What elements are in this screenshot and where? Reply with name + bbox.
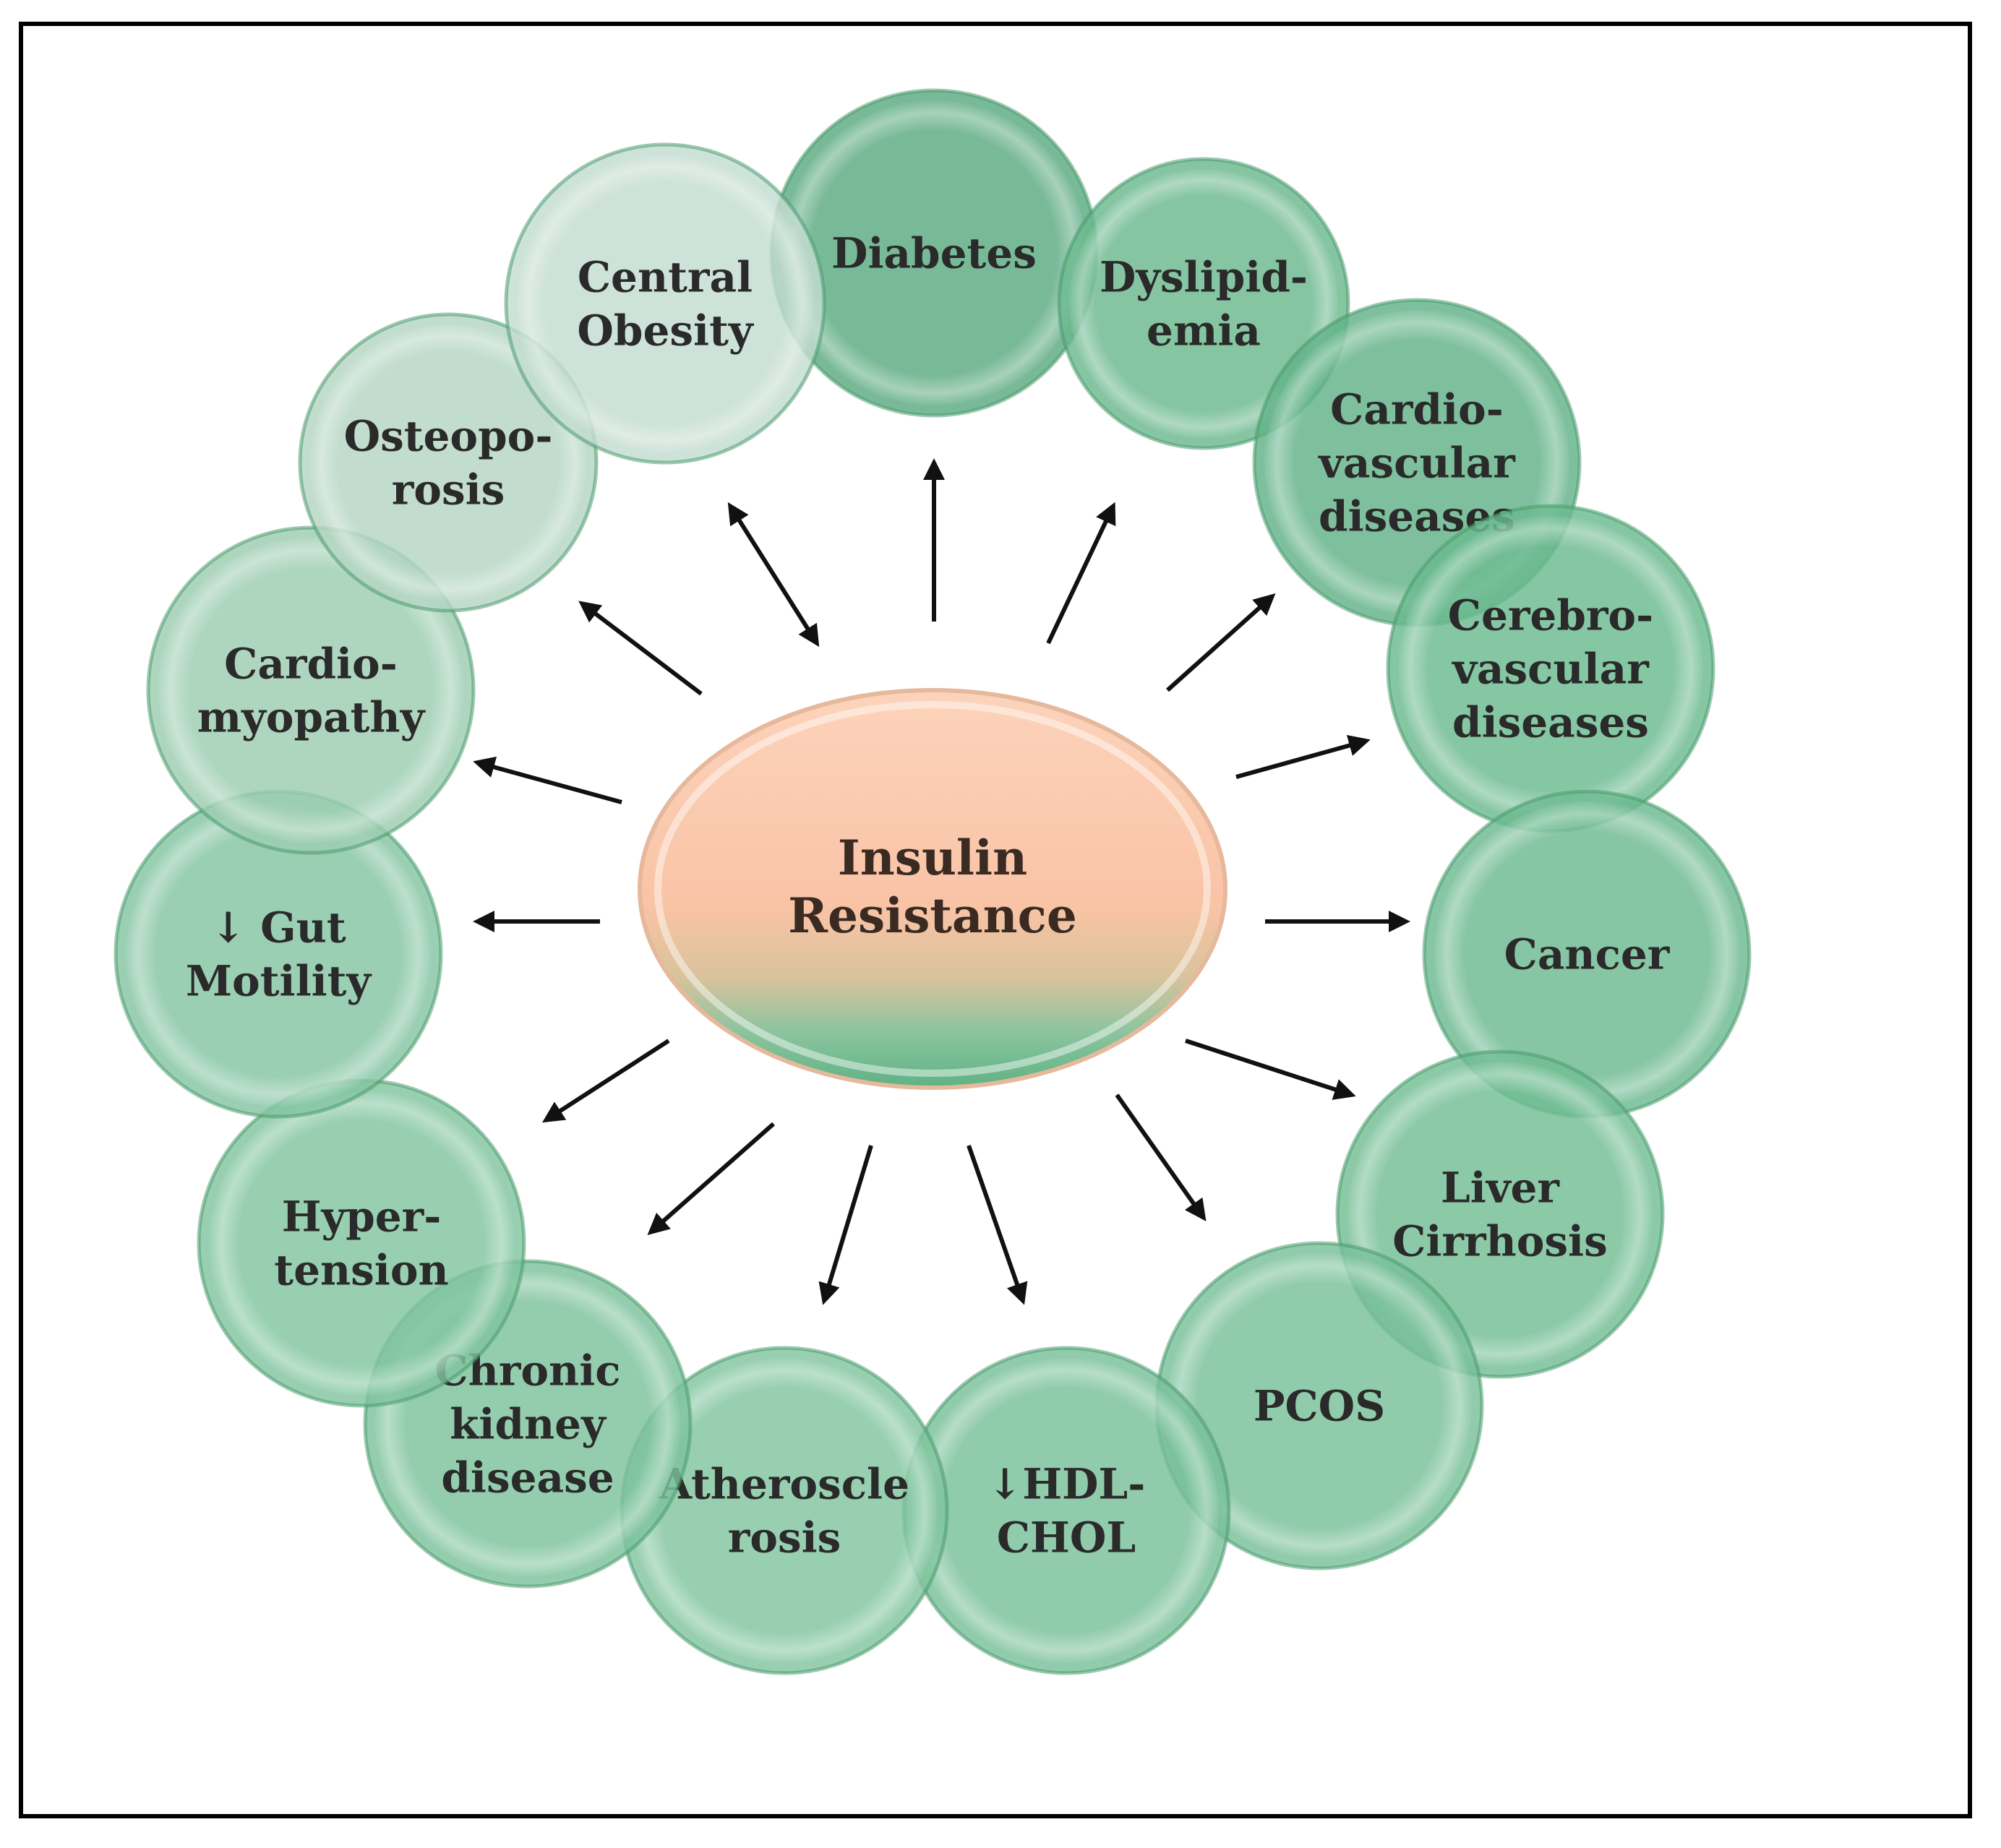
arrow-to-osteoporosis bbox=[578, 601, 703, 696]
node-label-line: diseases bbox=[1452, 697, 1649, 747]
node-label-line: ↓HDL- bbox=[987, 1459, 1146, 1508]
node-label-line: Obesity bbox=[577, 306, 754, 355]
node-label-line: Dyslipid- bbox=[1100, 252, 1308, 301]
node-label-line: emia bbox=[1147, 306, 1261, 355]
node-label-line: Central bbox=[578, 252, 753, 301]
node-label-line: Cancer bbox=[1504, 929, 1671, 979]
center-node: Insulin Resistance bbox=[638, 688, 1227, 1090]
center-ellipse-sheen bbox=[654, 701, 1211, 1077]
node-pcos: PCOS bbox=[1154, 1241, 1484, 1570]
arrow-to-hdl-chol bbox=[967, 1145, 1028, 1305]
node-label-line: kidney bbox=[450, 1399, 607, 1448]
node-sheen bbox=[1167, 1253, 1472, 1558]
node-label-line: CHOL bbox=[997, 1513, 1136, 1562]
node-label-line: Liver bbox=[1441, 1163, 1560, 1212]
node-sheen bbox=[632, 1358, 937, 1663]
node-sheen bbox=[126, 801, 431, 1106]
center-label-line-2: Resistance bbox=[788, 888, 1077, 944]
node-cardiomyopathy: Cardio-myopathy bbox=[146, 525, 476, 855]
arrows-layer bbox=[473, 458, 1410, 1305]
arrow-to-cardiovascular-diseases bbox=[1165, 593, 1276, 692]
node-label-line: PCOS bbox=[1254, 1381, 1385, 1430]
node-label-line: Motility bbox=[186, 956, 373, 1005]
node-sheen bbox=[914, 1358, 1219, 1663]
center-label-line-1: Insulin bbox=[838, 830, 1027, 886]
node-cancer: Cancer bbox=[1422, 789, 1752, 1119]
node-label-line: myopathy bbox=[197, 692, 427, 742]
node-sheen bbox=[209, 1091, 514, 1396]
node-sheen bbox=[1434, 801, 1739, 1106]
node-sheen bbox=[310, 325, 586, 601]
arrow-to-cerebrovascular-diseases bbox=[1235, 734, 1371, 779]
node-label-line: Atheroscle bbox=[659, 1459, 909, 1508]
node-sheen bbox=[516, 155, 814, 452]
node-label-line: Osteopo- bbox=[344, 411, 553, 460]
node-dyslipidemia: Dyslipid-emia bbox=[1057, 157, 1350, 450]
node-label-line: Cardio- bbox=[224, 639, 398, 688]
node-sheen bbox=[781, 100, 1087, 405]
node-label-line: rosis bbox=[392, 465, 505, 514]
center-ellipse bbox=[638, 688, 1227, 1090]
node-label-line: Cirrhosis bbox=[1392, 1216, 1608, 1265]
node-label-line: Cerebro- bbox=[1448, 590, 1653, 640]
node-label-line: Cardio- bbox=[1330, 384, 1504, 434]
node-sheen bbox=[1069, 169, 1338, 438]
node-label-line: vascular bbox=[1451, 644, 1650, 693]
arrow-to-hypertension bbox=[541, 1039, 670, 1123]
arrow-to-dyslipidemia bbox=[1046, 502, 1116, 645]
node-osteoporosis: Osteopo-rosis bbox=[298, 312, 599, 613]
node-label-line: rosis bbox=[728, 1513, 841, 1562]
node-sheen bbox=[1398, 516, 1703, 821]
arrow-to-pcos bbox=[1115, 1093, 1207, 1221]
arrow-to-cardiomyopathy bbox=[473, 756, 622, 804]
arrow-to-central-obesity bbox=[727, 502, 820, 648]
node-label-line: Hyper- bbox=[282, 1192, 442, 1241]
node-sheen bbox=[158, 538, 463, 843]
node-label-line: disease bbox=[441, 1453, 614, 1502]
arrow-to-liver-cirrhosis bbox=[1185, 1039, 1356, 1100]
node-atherosclerosis: Atheroscle rosis bbox=[620, 1346, 949, 1675]
node-hdl-chol: ↓HDL- CHOL bbox=[901, 1346, 1231, 1675]
arrow-to-chronic-kidney-disease bbox=[647, 1122, 775, 1235]
node-label-line: ↓ Gut bbox=[210, 903, 346, 952]
arrow-to-atherosclerosis bbox=[818, 1145, 873, 1305]
node-label-line: vascular bbox=[1317, 438, 1516, 487]
node-label-line: tension bbox=[274, 1245, 448, 1294]
node-label-line: Diabetes bbox=[831, 228, 1037, 278]
node-diabetes: Diabetes bbox=[769, 88, 1099, 418]
node-hypertension: Hyper-tension bbox=[197, 1078, 526, 1408]
